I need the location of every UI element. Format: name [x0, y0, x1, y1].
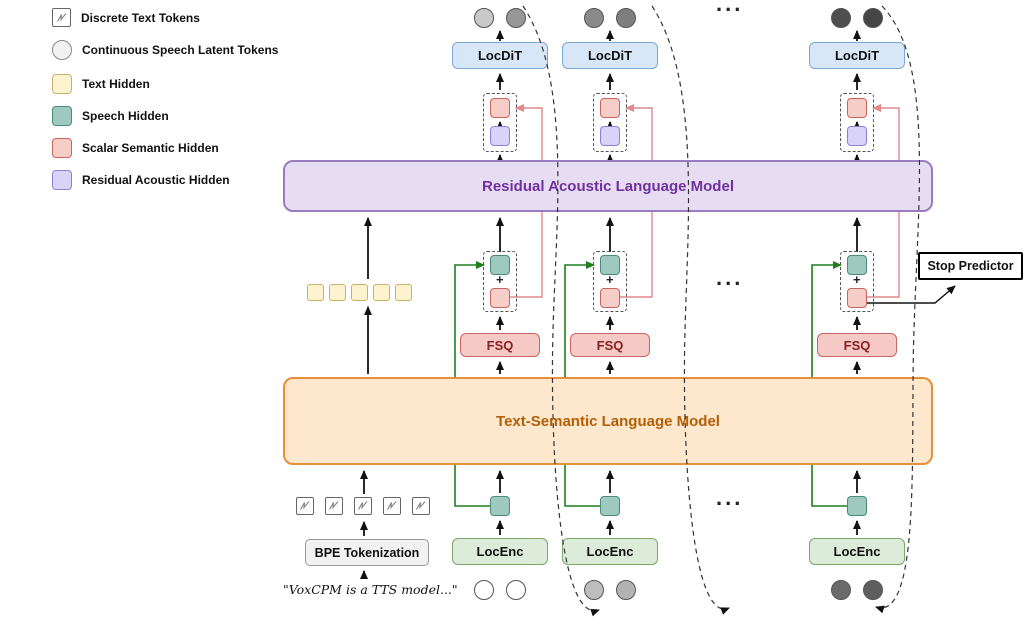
residual-acoustic-lm-box: Residual Acoustic Language Model: [283, 160, 933, 212]
legend-label: Residual Acoustic Hidden: [82, 173, 230, 187]
residual-acoustic-square: [600, 126, 620, 146]
scalar-semantic-square: [600, 98, 620, 118]
scalar-semantic-square: [490, 98, 510, 118]
stop-predictor-wire: [867, 285, 956, 304]
speech-hidden-square: [847, 496, 867, 516]
plus-sign: +: [853, 272, 861, 287]
speech-hidden-square: [600, 255, 620, 275]
speech-latent-circle: [584, 580, 604, 600]
text-semantic-lm-box: Text-Semantic Language Model: [283, 377, 933, 465]
speech-hidden-square: [490, 496, 510, 516]
discrete-token-icon: [354, 497, 372, 515]
speech-latent-circle: [616, 580, 636, 600]
speech-latent-circle: [506, 580, 526, 600]
legend-item-discrete-text-tokens: Discrete Text Tokens: [52, 8, 200, 27]
discrete-token-icon: [325, 497, 343, 515]
locenc-box: LocEnc: [452, 538, 548, 565]
ellipsis: ...: [716, 485, 744, 510]
discrete-token-icon: [383, 497, 401, 515]
hidden-stack-frame: [840, 93, 874, 152]
ellipsis: ...: [716, 0, 744, 16]
sum-stack-frame: [483, 251, 517, 312]
speech-latent-circle: [584, 8, 604, 28]
scalar-semantic-square: [490, 288, 510, 308]
speech-latent-circle: [831, 580, 851, 600]
text-hidden-square: [329, 284, 346, 301]
speech-hidden-square: [490, 255, 510, 275]
quote-text: "VoxCPM is a TTS model...": [283, 582, 458, 597]
discrete-token-icon: [296, 497, 314, 515]
locdit-box: LocDiT: [452, 42, 548, 69]
residual-acoustic-swatch: [52, 170, 72, 190]
speech-hidden-square: [600, 496, 620, 516]
residual-acoustic-square: [847, 126, 867, 146]
locdit-box: LocDiT: [809, 42, 905, 69]
speech-latent-circle: [831, 8, 851, 28]
legend-item-speech-latent-tokens: Continuous Speech Latent Tokens: [52, 40, 278, 60]
speech-latent-circle: [616, 8, 636, 28]
text-hidden-square: [373, 284, 390, 301]
speech-latent-circle: [474, 580, 494, 600]
scalar-semantic-swatch: [52, 138, 72, 158]
speech-hidden-swatch: [52, 106, 72, 126]
scalar-semantic-square: [847, 98, 867, 118]
stop-predictor-box: Stop Predictor: [918, 252, 1023, 280]
fsq-box: FSQ: [460, 333, 540, 357]
legend-label: Speech Hidden: [82, 109, 169, 123]
discrete-token-icon: [412, 497, 430, 515]
legend-label: Continuous Speech Latent Tokens: [82, 43, 279, 57]
speech-latent-circle: [863, 580, 883, 600]
fsq-box: FSQ: [570, 333, 650, 357]
text-hidden-square: [307, 284, 324, 301]
speech-hidden-square: [847, 255, 867, 275]
scalar-semantic-square: [847, 288, 867, 308]
legend-label: Scalar Semantic Hidden: [82, 141, 219, 155]
hidden-stack-frame: [483, 93, 517, 152]
text-hidden-swatch: [52, 74, 72, 94]
locenc-box: LocEnc: [809, 538, 905, 565]
ellipsis: ...: [716, 265, 744, 290]
plus-sign: +: [606, 272, 614, 287]
locenc-box: LocEnc: [562, 538, 658, 565]
speech-latent-circle-icon: [52, 40, 72, 60]
discrete-token-icon: [52, 8, 71, 27]
black-arrows: [360, 30, 861, 579]
legend-item-scalar-semantic-hidden: Scalar Semantic Hidden: [52, 138, 219, 158]
text-hidden-square: [395, 284, 412, 301]
legend-item-speech-hidden: Speech Hidden: [52, 106, 169, 126]
legend-label: Text Hidden: [82, 77, 150, 91]
speech-latent-circle: [863, 8, 883, 28]
legend-item-residual-acoustic-hidden: Residual Acoustic Hidden: [52, 170, 230, 190]
speech-latent-circle: [506, 8, 526, 28]
speech-latent-circle: [474, 8, 494, 28]
text-hidden-square: [351, 284, 368, 301]
bpe-tokenization-box: BPE Tokenization: [305, 539, 429, 566]
plus-sign: +: [496, 272, 504, 287]
fsq-box: FSQ: [817, 333, 897, 357]
sum-stack-frame: [840, 251, 874, 312]
scalar-semantic-square: [600, 288, 620, 308]
locdit-box: LocDiT: [562, 42, 658, 69]
legend-item-text-hidden: Text Hidden: [52, 74, 150, 94]
residual-acoustic-square: [490, 126, 510, 146]
legend-label: Discrete Text Tokens: [81, 10, 200, 25]
